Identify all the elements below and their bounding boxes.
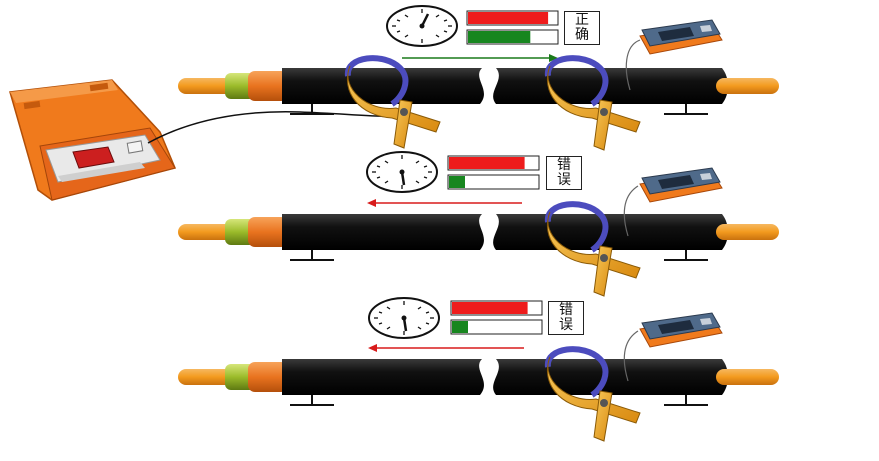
result-label-wrong: 错 误 — [546, 156, 582, 190]
signal-bar-green-frame — [447, 174, 540, 190]
result-label-char: 错 — [557, 157, 571, 173]
cable-body — [178, 359, 779, 395]
result-label-correct: 正 确 — [564, 11, 600, 45]
clamp-icon — [544, 55, 641, 151]
signal-bar-green-fill — [452, 321, 468, 333]
direction-arrow-head — [367, 199, 376, 207]
ground-symbol-icon — [290, 250, 334, 261]
signal-bar-green-frame — [450, 319, 543, 335]
result-label-char: 误 — [559, 317, 573, 333]
ground-symbol-icon — [290, 395, 334, 406]
ground-symbol-icon — [664, 104, 708, 115]
cable-row-3 — [178, 297, 779, 442]
result-label-wrong: 错 误 — [548, 301, 584, 335]
transmitter-device-icon — [9, 79, 177, 201]
gauge-icon — [368, 297, 440, 339]
result-label-char: 确 — [575, 27, 589, 43]
signal-bar-red-fill — [452, 302, 528, 314]
cable-row-2 — [178, 151, 779, 297]
ground-symbol-icon — [290, 104, 334, 115]
clamp-icon — [544, 201, 641, 297]
result-label-char: 误 — [557, 172, 571, 188]
clamp-icon — [544, 346, 641, 442]
signal-bar-green-fill — [468, 31, 531, 43]
result-label-char: 正 — [575, 12, 589, 28]
gauge-icon — [366, 151, 438, 193]
direction-arrow-head — [368, 344, 377, 352]
result-label-char: 错 — [559, 302, 573, 318]
receiver-device-icon — [623, 312, 723, 382]
signal-bar-green-fill — [449, 176, 465, 188]
cable-row-1 — [178, 5, 779, 151]
signal-bar-red-fill — [468, 12, 549, 24]
gauge-icon — [386, 5, 458, 47]
ground-symbol-icon — [664, 395, 708, 406]
cable-body — [178, 68, 779, 104]
transmitter-lead-wire — [147, 111, 411, 144]
ground-symbol-icon — [664, 250, 708, 261]
signal-bar-red-fill — [449, 157, 525, 169]
receiver-device-icon — [625, 19, 723, 91]
clamp-icon — [344, 55, 441, 149]
receiver-device-icon — [623, 167, 723, 237]
cable-body — [178, 214, 779, 250]
direction-arrow-head — [549, 54, 558, 62]
